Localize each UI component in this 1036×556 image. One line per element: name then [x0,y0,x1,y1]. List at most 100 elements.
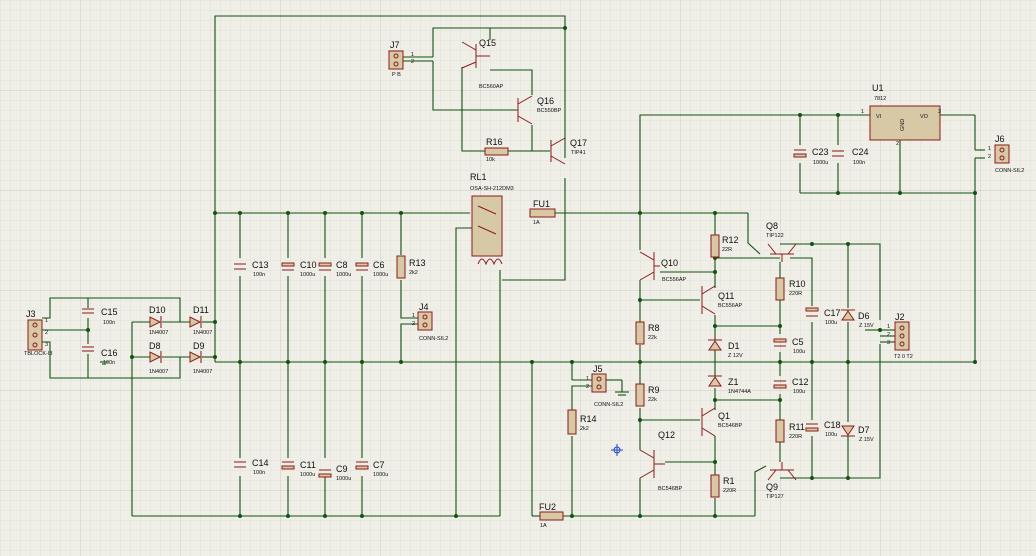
transistor-q1[interactable]: Q1 BC546BP [701,407,742,437]
capacitor-c9[interactable]: C9 1000u [318,464,351,482]
r13-value: 2k2 [409,270,418,276]
capacitor-c10[interactable]: C10 1000u [281,260,317,278]
diode-d8[interactable]: D8 1N4007 [149,341,168,375]
capacitor-c5[interactable]: C5 100u [773,337,805,355]
c10-ref: C10 [300,260,317,270]
capacitor-c13[interactable]: C13 100n [234,260,269,278]
resistor-r8[interactable]: R8 22k [635,321,660,345]
capacitor-c11[interactable]: C11 1000u [281,460,316,478]
capacitor-c8[interactable]: C8 1000u [318,260,351,278]
c16-ref: C16 [101,348,118,358]
capacitor-c18[interactable]: C18 100u [805,420,841,438]
capacitor-c16[interactable]: C16 100n [82,346,118,366]
transistor-q10[interactable]: Q10 BC556AP [639,251,686,283]
transistor-q17[interactable]: Q17 TIP41 [550,137,587,165]
c5-ref: C5 [792,337,804,347]
resistor-r16[interactable]: R16 10k [484,137,509,163]
r1-ref: R1 [723,476,735,486]
c23-ref: C23 [812,147,829,157]
transistor-q12[interactable]: Q12 BC546BP [639,430,682,492]
j2-pin-2: 2 [887,332,890,338]
c8-ref: C8 [336,260,348,270]
resistor-r11[interactable]: R11 220R [775,419,805,443]
regulator-u1[interactable]: U1 7812 VI VO GND 1 3 2 [861,83,941,147]
capacitor-c15[interactable]: C15 100n [82,307,118,326]
fu1-value: 1A [533,220,540,226]
zener-d7[interactable]: D7 Z 15V [841,425,874,443]
resistor-r9[interactable]: R9 22k [635,383,660,407]
transistor-q8[interactable]: Q8 TIP122 [766,221,797,262]
diode-d10[interactable]: D10 1N4007 [149,305,168,336]
connector-j2[interactable]: J2 T2 0 T2 1 2 3 [887,312,913,360]
resistor-r14[interactable]: R14 2k2 [567,409,597,435]
connector-j7[interactable]: J7 P B 1 2 [388,40,414,78]
j6-pin-1: 1 [988,146,991,152]
resistor-r10[interactable]: R10 220R [775,277,806,301]
j7-value: P B [392,72,401,78]
q1-ref: Q1 [718,411,730,421]
connector-j4[interactable]: J4 CONN-SIL2 1 2 [412,302,448,342]
capacitor-c24[interactable]: C24 100n [832,147,869,166]
zener-d1[interactable]: D1 Z 12V [708,339,743,359]
q16-ref: Q16 [537,96,554,106]
c6-value: 1000u [373,272,388,278]
r10-value: 220R [789,291,802,297]
capacitor-c7[interactable]: C7 1000u [355,460,388,478]
capacitor-c12[interactable]: C12 100u [773,377,809,395]
q15-ref: Q15 [479,38,496,48]
capacitor-c14[interactable]: C14 100n [234,458,269,476]
d9-ref: D9 [193,341,205,351]
fuse-fu2[interactable]: FU2 1A [539,502,564,529]
u1-ref: U1 [872,83,884,93]
transistor-q15[interactable]: Q15 BC560AP [461,38,503,90]
q10-value: BC556AP [662,277,686,283]
diode-d11[interactable]: D11 1N4007 [189,305,212,336]
c12-ref: C12 [792,377,809,387]
c9-value: 1000u [336,476,351,482]
relay-rl1[interactable]: RL1 OSA-SH-212DM3 [470,172,514,266]
r8-ref: R8 [648,323,660,333]
c15-ref: C15 [101,307,118,317]
j3-pin-2: 2 [45,330,48,336]
fu2-ref: FU2 [539,502,556,512]
j3-pin-1: 1 [45,318,48,324]
c7-ref: C7 [373,460,385,470]
d10-value: 1N4007 [149,330,168,336]
zener-d6[interactable]: D6 Z 15V [841,309,874,329]
connector-j5[interactable]: J5 CONN-SIL2 1 2 [586,364,623,408]
resistor-r13[interactable]: R13 2k2 [396,255,426,279]
cursor-crosshair-icon [611,444,623,456]
c14-ref: C14 [252,458,269,468]
connector-j6[interactable]: J6 CONN-SIL2 1 2 [988,134,1024,174]
capacitor-c17[interactable]: C17 100u [805,307,841,326]
d9-value: 1N4007 [193,369,212,375]
j2-pin-3: 3 [887,340,890,346]
resistor-r1[interactable]: R1 220R [710,474,736,498]
r1-value: 220R [723,488,736,494]
d11-value: 1N4007 [193,330,212,336]
q11-ref: Q11 [718,291,734,301]
r12-ref: R12 [722,235,739,245]
q10-ref: Q10 [661,258,678,268]
connector-j3[interactable]: J3 TBLOCK-I3 1 2 3 [24,309,52,357]
capacitor-c23[interactable]: C23 1000u [793,147,829,166]
q8-ref: Q8 [766,221,778,231]
capacitor-c6[interactable]: C6 1000u [355,260,388,278]
zener-z1[interactable]: Z1 1N4744A [708,375,751,395]
j6-value: CONN-SIL2 [995,168,1024,174]
transistor-q11[interactable]: Q11 BC556AP [701,285,742,315]
r16-ref: R16 [486,137,503,147]
j7-pin-2: 2 [411,59,414,65]
c13-ref: C13 [252,260,269,270]
c13-value: 100n [253,272,265,278]
diode-d9[interactable]: D9 1N4007 [189,341,212,375]
j4-pin-2: 2 [412,321,415,327]
fuse-fu1[interactable]: FU1 1A [529,199,556,226]
d8-value: 1N4007 [149,369,168,375]
transistor-q9[interactable]: Q9 TIP127 [766,462,797,500]
resistor-r12[interactable]: R12 22R [710,234,739,258]
r9-ref: R9 [648,385,660,395]
transistor-q16[interactable]: Q16 BC550BP [517,95,561,125]
